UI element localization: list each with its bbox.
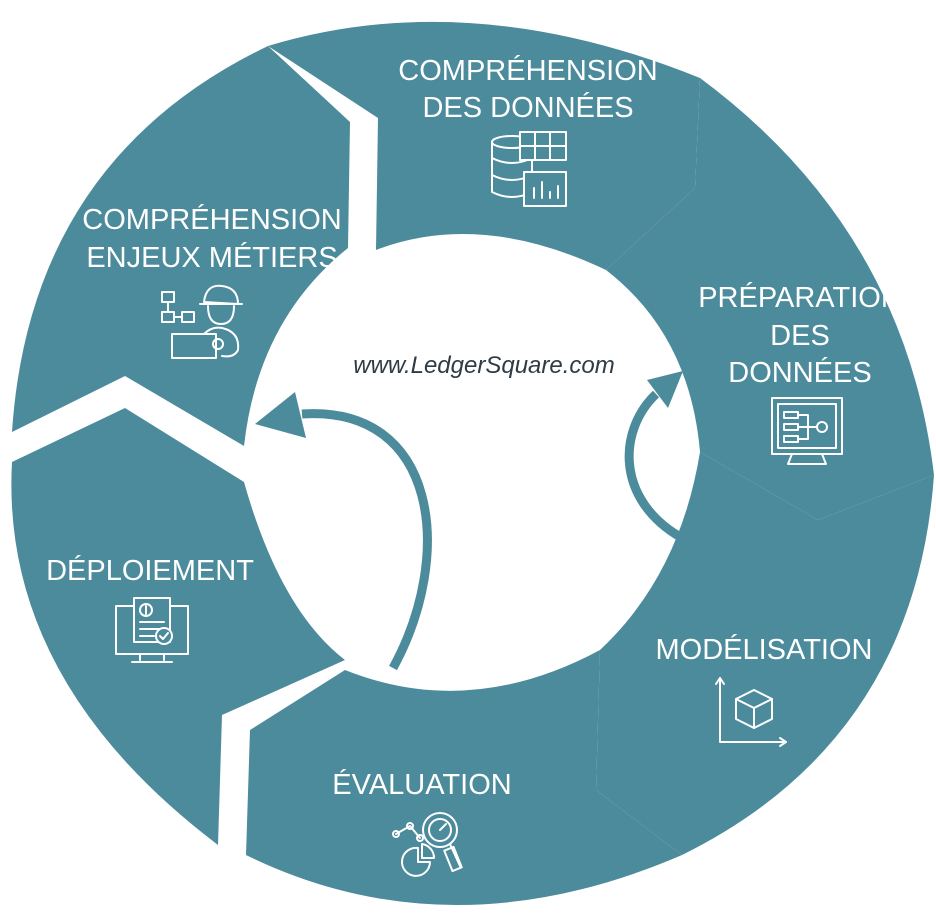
label-evaluation: ÉVALUATION (332, 768, 511, 801)
monitor-invoice-icon (115, 597, 189, 663)
cube-axes-icon (715, 677, 787, 747)
arrow-right-curve (624, 390, 685, 542)
center-url: www.LedgerSquare.com (353, 352, 614, 379)
engineer-workflow-icon (161, 284, 243, 359)
label-donnees-line1: COMPRÉHENSION (398, 54, 657, 87)
segment-preparation-donnees (606, 78, 934, 520)
label-metiers-line1: COMPRÉHENSION (82, 203, 341, 236)
label-preparation-line3: DONNÉES (728, 356, 871, 389)
magnifier-chart-icon (392, 812, 463, 877)
label-metiers-line2: ENJEUX MÉTIERS (86, 241, 337, 274)
arrow-left-head (255, 392, 306, 438)
label-deploiement: DÉPLOIEMENT (46, 554, 254, 587)
label-donnees-line2: DES DONNÉES (422, 91, 633, 124)
segment-comprehension-metiers (12, 46, 350, 446)
label-preparation-line1: PRÉPARATION (698, 281, 902, 314)
label-preparation-line2: DES (770, 320, 830, 352)
arrow-right-head (647, 371, 683, 408)
segment-deploiement (11, 408, 346, 845)
label-modelisation: MODÉLISATION (656, 633, 873, 666)
database-grid-icon (491, 131, 567, 207)
arrow-left-curve (301, 409, 432, 671)
segment-comprehension-donnees (268, 21, 700, 271)
segment-modelisation (596, 452, 934, 855)
segment-evaluation (246, 650, 682, 905)
monitor-flowchart-icon (771, 397, 843, 465)
